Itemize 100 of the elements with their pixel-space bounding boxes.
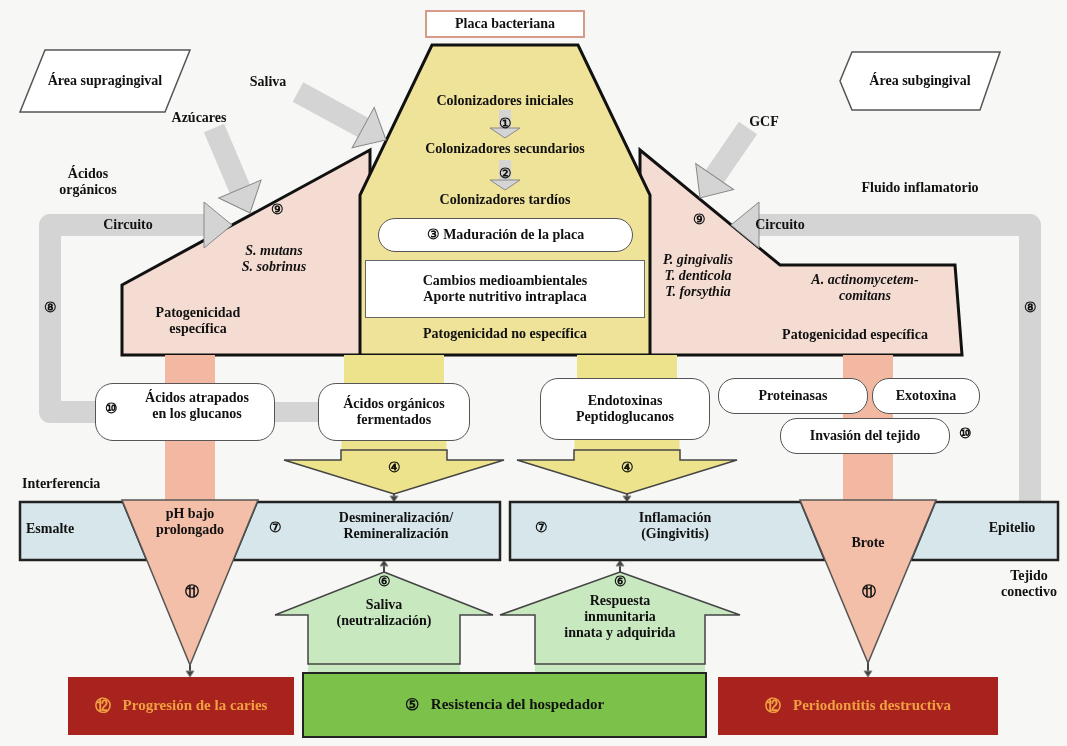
connector-band — [577, 355, 677, 378]
step-number: ⑥ — [612, 574, 628, 591]
circuit-arrow — [730, 201, 1041, 502]
side-label: Interferencia — [22, 476, 102, 493]
rounded-box — [872, 378, 980, 414]
node-label: Azúcares — [171, 109, 227, 127]
block-arrow — [489, 110, 521, 139]
circuit-arrow — [39, 201, 233, 423]
node-label: Saliva (neutralización) — [335, 597, 433, 630]
node-label: Colonizadores secundarios — [425, 140, 585, 158]
connector-band — [165, 355, 215, 383]
node-label: Respuesta inmunitaria innata y adquirida — [563, 593, 677, 642]
node-label: Epitelio — [987, 520, 1037, 537]
node-label: Invasión del tejido — [809, 427, 921, 445]
node-label: Endotoxinas Peptidoglucanos — [575, 392, 675, 426]
node-label: Inflamación (Gingivitis) — [637, 510, 713, 543]
down-block-arrow — [284, 450, 504, 494]
node-label: Proteinasas — [758, 387, 828, 405]
area-box — [840, 52, 1000, 110]
node-label: Progresión de la caries — [122, 697, 268, 715]
edge-label: ① — [498, 115, 512, 133]
edge-label: Circuito — [755, 216, 805, 234]
rounded-box — [718, 378, 868, 414]
connector-band — [535, 664, 705, 672]
down-triangle-arrow — [122, 500, 258, 665]
step-number: ⑩ — [103, 401, 119, 418]
arrow — [863, 662, 873, 678]
node-label: Saliva — [249, 73, 287, 91]
block-arrow — [489, 160, 521, 191]
step-number: ⑧ — [42, 300, 58, 317]
step-number: ⑨ — [691, 212, 707, 229]
arrow — [615, 559, 625, 573]
step-number: ⑧ — [1022, 300, 1038, 317]
step-number: ⑥ — [376, 574, 392, 591]
tissue-band — [510, 502, 1058, 560]
down-triangle-arrow — [800, 500, 936, 663]
connector-band — [275, 402, 318, 422]
block-arrow — [695, 121, 758, 199]
connector-band — [574, 440, 680, 450]
step-number: ⑦ — [533, 520, 549, 537]
rounded-box — [378, 218, 633, 252]
area-box — [20, 50, 190, 112]
node-label: pH bajo prolongado — [154, 506, 226, 539]
resistance-box — [302, 672, 707, 738]
node-label: Resistencia del hospedador — [430, 696, 605, 714]
node-label: Patogenicidad específica — [781, 327, 929, 344]
node-label: Colonizadores iniciales — [436, 92, 574, 110]
block-arrow — [203, 123, 262, 214]
step-number: ④ — [386, 460, 402, 477]
step-number: ⑪ — [184, 584, 200, 601]
node-label: Ácidos atrapados en los glucanos — [144, 390, 250, 423]
node-label: Periodontitis destructiva — [793, 697, 951, 715]
node-label: ③ Maduración de la placa — [426, 226, 585, 244]
node-label: Patogenicidad no específica — [421, 326, 589, 343]
node-label: Colonizadores tardíos — [439, 191, 571, 209]
rounded-box — [540, 378, 710, 440]
node-label: Cambios medioambientales Aporte nutritivo intraplaca — [421, 272, 589, 306]
node-label: P. gingivalis T. denticola T. forsythia — [662, 252, 734, 301]
arrow — [622, 493, 632, 503]
up-block-arrow — [500, 572, 740, 664]
node-label: Exotoxina — [895, 387, 957, 405]
node-label: Placa bacteriana — [455, 15, 555, 33]
step-number: ⑪ — [861, 584, 877, 601]
node-label: Esmalte — [26, 521, 76, 538]
connector-band — [843, 355, 893, 418]
node-label: Desmineralización/ Remineralización — [337, 510, 455, 543]
arrow — [389, 493, 399, 503]
rounded-box — [318, 383, 470, 441]
node-label: Área supragingival — [47, 72, 163, 90]
up-block-arrow — [275, 572, 493, 664]
step-number: ⑫ — [765, 696, 782, 716]
tissue-band — [20, 502, 500, 560]
plaque-hexagon — [360, 45, 650, 355]
node-label: S. mutans S. sobrinus — [240, 243, 308, 276]
connector-band — [308, 664, 460, 672]
edge-label: ② — [498, 165, 512, 183]
block-arrow — [292, 82, 387, 149]
step-number: ⑩ — [957, 426, 973, 443]
step-number: ⑫ — [94, 696, 111, 716]
arrow — [379, 559, 389, 573]
outcome-box — [718, 677, 998, 735]
edge-label: Circuito — [103, 216, 153, 234]
arrow — [185, 664, 195, 678]
down-block-arrow — [517, 450, 737, 494]
step-number: ⑨ — [269, 202, 285, 219]
node-label: Área subgingival — [869, 72, 971, 90]
outcome-box — [68, 677, 294, 735]
node-label: Brote — [850, 535, 886, 552]
node-label: A. actinomycetem-comitans — [809, 272, 920, 305]
node-label: Patogenicidad específica — [154, 305, 242, 338]
side-label: Ácidos orgánicos — [58, 166, 118, 199]
step-number: ⑤ — [404, 695, 419, 715]
step-number: ④ — [619, 460, 635, 477]
node-label: Ácidos orgánicos fermentados — [342, 395, 446, 429]
side-label: Tejido conectivo — [1000, 568, 1058, 601]
connector-band — [341, 441, 447, 450]
rounded-box — [95, 383, 275, 441]
step-number: ⑦ — [267, 520, 283, 537]
title-box — [425, 10, 585, 38]
text-box — [365, 260, 645, 318]
